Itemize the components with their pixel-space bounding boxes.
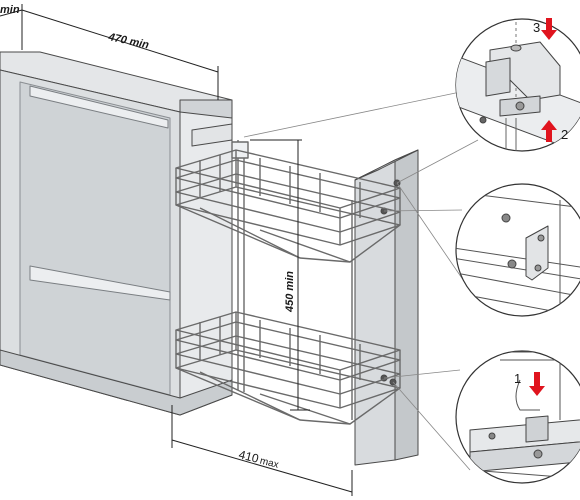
dim-label-topleft: min (0, 4, 20, 16)
arrow-down-icon (529, 372, 545, 396)
detail-mid-wire-b (456, 255, 580, 283)
lower-basket (175, 311, 401, 425)
detail-bot-screw (533, 449, 543, 459)
dim-line-topleft (0, 9, 23, 17)
leader-to-detail-bot-b (392, 381, 471, 471)
dim-label-width-value: 410 (237, 447, 260, 466)
step-label-3: 3 (533, 20, 540, 35)
detail-top-hole (510, 44, 522, 52)
arrow-up-icon (541, 120, 557, 142)
cabinet-left-front-edge (179, 111, 233, 416)
detail-mid-pin-right (507, 259, 517, 269)
detail-mid-wire-a (456, 245, 580, 271)
cabinet-middle-rail (29, 265, 171, 301)
dim-label-depth: 470 min (106, 31, 150, 52)
detail-top-rod (505, 118, 517, 151)
cabinet-upper-rail (29, 85, 169, 129)
leader-to-detail-top-a (243, 89, 471, 138)
step-label-1: 1 (514, 371, 521, 386)
leader-to-detail-mid-a (383, 209, 463, 212)
detail-circle-bottom: 1 (455, 350, 580, 484)
detail-bot-loop (515, 379, 540, 411)
cabinet-inner-shade (19, 81, 171, 396)
dimension-lines (0, 4, 353, 496)
dim-line-depth (21, 9, 219, 73)
dim-label-width-suffix: max (259, 456, 280, 471)
detail-top-left-pin (479, 116, 487, 124)
front-panel (354, 149, 419, 466)
front-panel-top (354, 149, 419, 181)
detail-bot-clip (525, 415, 549, 443)
dim-line-width (171, 439, 353, 493)
cabinet-bottom-panel (0, 349, 233, 416)
detail-circle-middle (455, 183, 580, 317)
detail-mid-screw-top (537, 234, 545, 242)
detail-bot-pin (488, 432, 496, 440)
cabinet (0, 51, 233, 416)
step-label-2: 2 (561, 127, 568, 142)
basket-frame (175, 140, 401, 425)
leader-to-detail-bot-a (383, 369, 461, 379)
detail-mid-pin-left (501, 213, 511, 223)
detail-circle-top: 3 2 (455, 18, 580, 152)
leader-to-detail-mid-b (396, 182, 471, 291)
detail-top-hook-front (485, 57, 511, 97)
cabinet-top-block (191, 123, 233, 147)
upper-basket (175, 149, 401, 263)
dim-label-width: 410max (237, 447, 280, 470)
leader-to-detail-top-b (396, 139, 479, 184)
detail-top-screw (515, 101, 525, 111)
leader-lines (243, 89, 479, 471)
dim-label-height: 450 min (284, 271, 296, 313)
detail-mid-screw-bottom (534, 264, 542, 272)
arrow-down-icon (541, 18, 557, 40)
